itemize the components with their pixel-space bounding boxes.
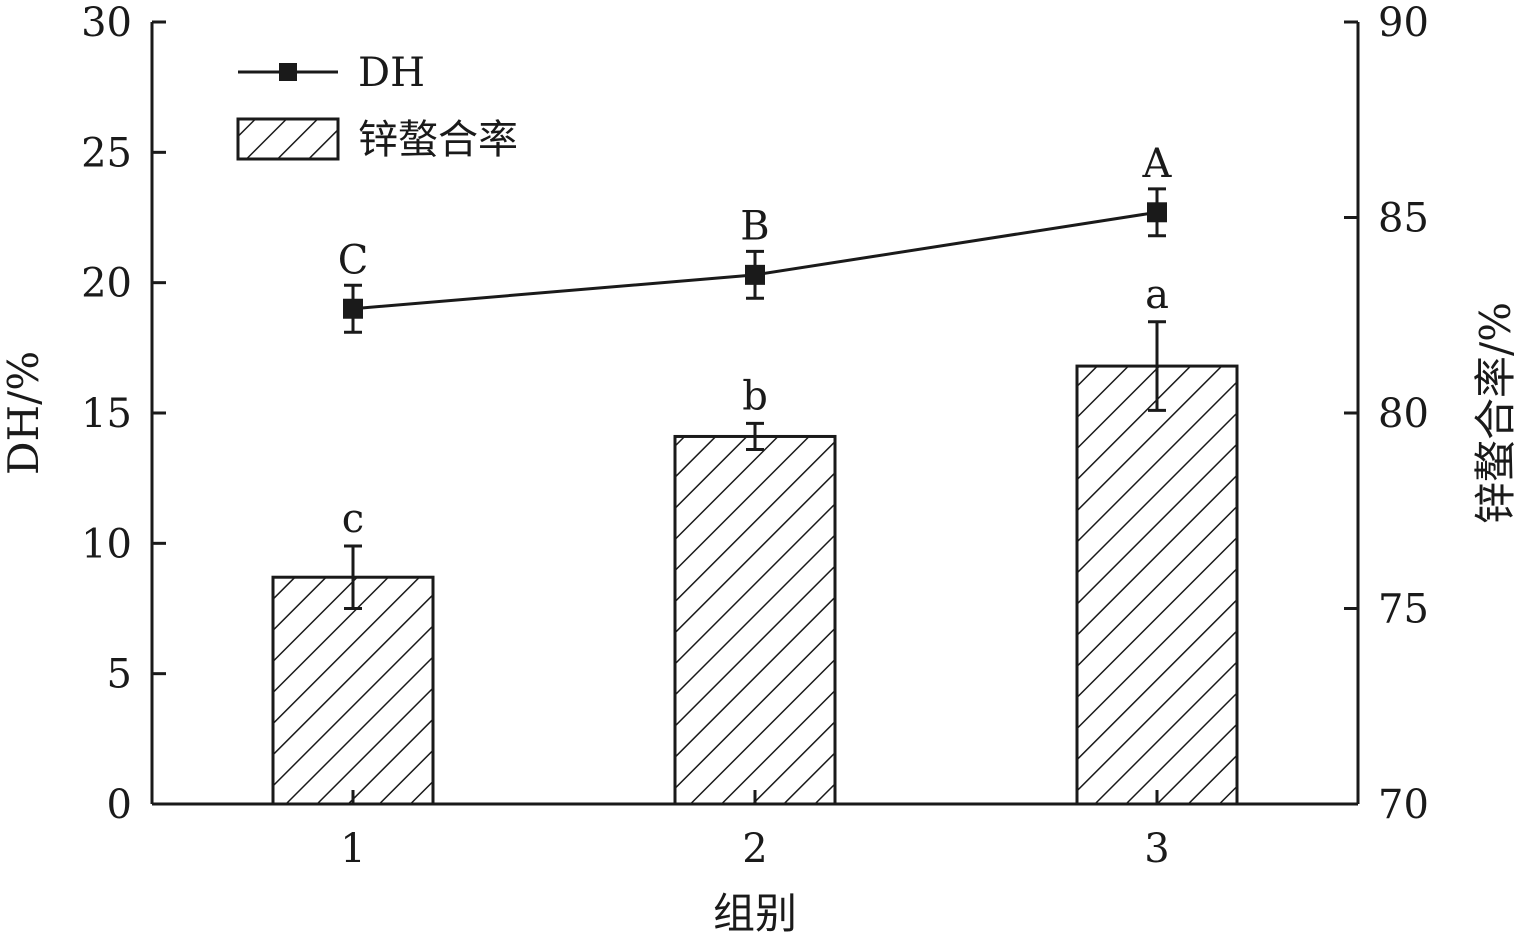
- left-tick-label-2: 10: [81, 521, 132, 567]
- x-axis-title: 组别: [713, 889, 797, 938]
- right-tick-label-1: 75: [1378, 587, 1429, 633]
- left-tick-label-4: 20: [81, 261, 132, 307]
- bar-sig-label-1: b: [742, 373, 768, 419]
- bar-sig-label-0: c: [342, 496, 364, 542]
- left-tick-label-5: 25: [81, 130, 132, 176]
- x-tick-label-1: 2: [742, 826, 767, 872]
- x-tick-label-0: 1: [340, 826, 365, 872]
- bar-2: [1075, 364, 1239, 806]
- dh-point-1: [745, 264, 765, 285]
- x-tick-label-2: 3: [1144, 826, 1169, 872]
- bar-error-2: [1148, 320, 1166, 412]
- dh-point-0: [343, 298, 363, 319]
- bar-error-bars: c b a: [342, 272, 1169, 610]
- axis-ticks: 0 5 10 15 20 25 30 70 75 80 85 90 1 2 3: [81, 0, 1429, 872]
- right-tick-label-4: 90: [1378, 0, 1429, 46]
- left-tick-label-0: 0: [107, 782, 132, 828]
- line-series-dh: C B A: [338, 141, 1173, 334]
- right-axis-title: 锌螯合率/%: [1471, 302, 1520, 524]
- bar-error-1: [746, 421, 764, 451]
- legend-dh-label: DH: [358, 50, 425, 96]
- bar-sig-label-2: a: [1145, 272, 1169, 318]
- bar-0: [271, 575, 435, 806]
- legend-bar-label: 锌螯合率: [358, 117, 518, 163]
- left-tick-label-3: 15: [81, 391, 132, 437]
- left-tick-label-6: 30: [81, 0, 132, 46]
- dh-point-2: [1147, 202, 1167, 223]
- legend: DH 锌螯合率: [236, 50, 518, 163]
- right-tick-label-0: 70: [1378, 782, 1429, 828]
- left-axis-title: DH/%: [0, 351, 48, 475]
- left-tick-label-1: 5: [107, 652, 132, 698]
- dh-sig-label-0: C: [338, 237, 369, 283]
- legend-dh-marker: [279, 63, 297, 81]
- dh-sig-label-1: B: [740, 203, 769, 249]
- bar-error-0: [344, 544, 362, 610]
- legend-bar-swatch: [236, 117, 340, 161]
- bar-1: [673, 434, 837, 806]
- dh-sig-label-2: A: [1142, 141, 1173, 187]
- right-tick-label-3: 85: [1378, 196, 1429, 242]
- right-tick-label-2: 80: [1378, 391, 1429, 437]
